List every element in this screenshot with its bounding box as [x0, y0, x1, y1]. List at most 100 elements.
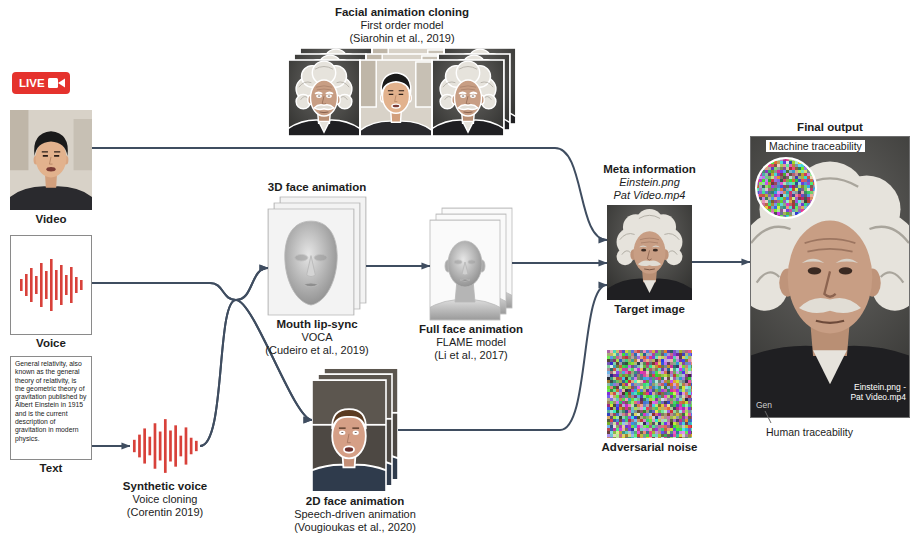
noise-square-part — [607, 362, 610, 365]
noise-square-part — [652, 422, 655, 425]
trace-circle-part-part — [765, 182, 768, 185]
trace-circle-part-part — [795, 209, 798, 212]
noise-square-part — [616, 365, 619, 368]
noise-square-part — [634, 434, 637, 437]
trace-circle-part-part — [813, 215, 816, 218]
noise-square-part — [673, 365, 676, 368]
trace-circle-part-part — [783, 167, 786, 170]
noise-square-part — [646, 368, 649, 371]
trace-circle-part-part — [777, 197, 780, 200]
trace-circle-part-part — [771, 200, 774, 203]
noise-square-part — [613, 389, 616, 392]
trace-circle-part-part — [780, 206, 783, 209]
noise-square-part — [634, 404, 637, 407]
noise-square-part — [646, 371, 649, 374]
noise-square-part — [634, 386, 637, 389]
trace-circle-part-part — [774, 194, 777, 197]
noise-square-part — [637, 419, 640, 422]
speech-frames-part — [304, 380, 394, 492]
trace-circle-part-part — [786, 191, 789, 194]
noise-square-part — [607, 410, 610, 413]
noise-square-part — [634, 380, 637, 383]
noise-square-part — [628, 359, 631, 362]
noise-square-part — [646, 431, 649, 434]
mesh-frames — [268, 196, 366, 316]
trace-circle — [756, 158, 816, 218]
trace-circle-part-part — [798, 203, 801, 206]
noise-square-part — [676, 437, 679, 438]
trace-circle-part-part — [777, 164, 780, 167]
noise-square-part — [688, 377, 691, 380]
trace-circle-part-part — [807, 185, 810, 188]
noise-square-part — [607, 398, 610, 401]
noise-square-part — [649, 365, 652, 368]
trace-circle-part-part — [774, 173, 777, 176]
noise-square-part — [667, 365, 670, 368]
trace-circle-part-part — [765, 185, 768, 188]
noise-square-part — [613, 380, 616, 383]
noise-square-part — [661, 434, 664, 437]
noise-square-part — [661, 422, 664, 425]
trace-circle-part-part — [759, 161, 762, 164]
noise-square-part — [682, 392, 685, 395]
trace-circle-part-part — [810, 164, 813, 167]
trace-circle-part-part — [774, 206, 777, 209]
trace-circle-part-part — [804, 158, 807, 161]
noise-square-part — [631, 374, 634, 377]
noise-square-part — [655, 359, 658, 362]
noise-square-part — [682, 353, 685, 356]
noise-square-part — [628, 365, 631, 368]
noise-square-part — [658, 356, 661, 359]
noise-square-part — [679, 377, 682, 380]
noise-square-part — [619, 422, 622, 425]
noise-square-part — [655, 380, 658, 383]
noise-square-part — [685, 383, 688, 386]
noise-square-part — [658, 437, 661, 438]
trace-circle-part-part — [765, 173, 768, 176]
noise-square-part — [607, 374, 610, 377]
noise-square-part — [610, 350, 613, 353]
noise-square-part — [619, 371, 622, 374]
noise-square-part — [652, 368, 655, 371]
trace-circle-part-part — [768, 179, 771, 182]
trace-circle-part-part — [765, 197, 768, 200]
trace-circle-part-part — [756, 206, 759, 209]
noise-square-part — [631, 407, 634, 410]
trace-circle-part-part — [756, 209, 759, 212]
noise-square-part — [691, 437, 692, 438]
noise-square-part — [646, 410, 649, 413]
noise-square-part — [667, 383, 670, 386]
noise-square-part — [691, 365, 692, 368]
noise-square-part — [661, 356, 664, 359]
live-badge: LIVE — [12, 72, 70, 94]
noise-square-part — [637, 371, 640, 374]
noise-square-part — [634, 425, 637, 428]
noise-square-part — [655, 437, 658, 438]
noise-square-part — [628, 422, 631, 425]
noise-square-part — [685, 425, 688, 428]
noise-square-part — [616, 380, 619, 383]
noise-square-part — [655, 377, 658, 380]
noise-square-part — [673, 353, 676, 356]
caption-text: Speech-driven animation — [294, 508, 416, 521]
noise-square-part — [613, 404, 616, 407]
trace-circle-part-part — [792, 161, 795, 164]
noise-square-part — [673, 386, 676, 389]
voice-waveform — [20, 259, 83, 311]
noise-square-part — [649, 374, 652, 377]
noise-square-part — [625, 392, 628, 395]
noise-square-part — [643, 374, 646, 377]
noise-square-part — [637, 377, 640, 380]
noise-square-part — [652, 413, 655, 416]
trace-circle-part-part — [801, 179, 804, 182]
noise-square-part — [634, 428, 637, 431]
trace-circle-part-part — [783, 209, 786, 212]
noise-square-part — [685, 428, 688, 431]
noise-square-part — [631, 362, 634, 365]
noise-square-part — [673, 383, 676, 386]
trace-circle-part-part — [771, 164, 774, 167]
noise-square-part — [628, 383, 631, 386]
noise-square-part — [658, 374, 661, 377]
noise-square-part — [619, 404, 622, 407]
voice-box: Voice — [10, 235, 92, 335]
